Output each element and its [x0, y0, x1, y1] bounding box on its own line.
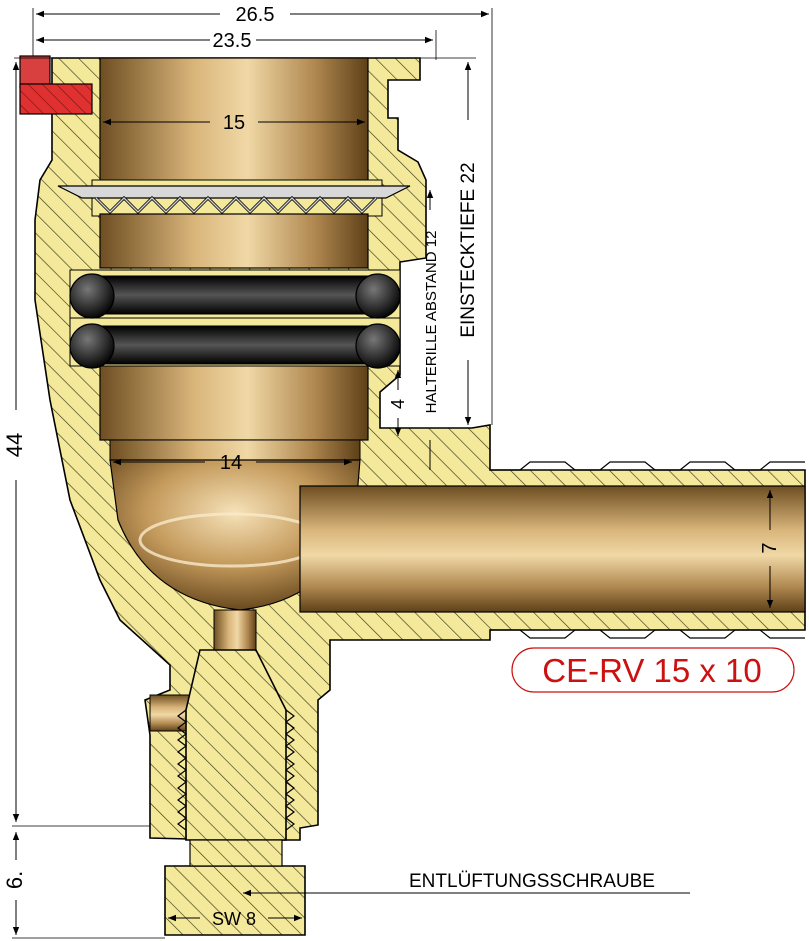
model-badge-text: CE-RV 15 x 10 — [542, 652, 762, 689]
dimension-lines — [12, 8, 774, 939]
retaining-ring — [57, 185, 411, 215]
outlet-bore — [299, 461, 806, 639]
dim-height-total: 44 — [2, 433, 27, 457]
red-cap — [19, 55, 93, 115]
label-insertion-depth: EINSTECKTIEFE 22 — [458, 162, 479, 337]
o-ring-seals — [69, 269, 401, 369]
label-groove-distance: HALTERILLE ABSTAND 12 — [423, 231, 440, 414]
dim-screw-height: 6. — [2, 871, 27, 889]
dim-pipe-bore: 15 — [223, 112, 245, 134]
dim-groove-offset: 4 — [388, 399, 408, 409]
label-vent-screw: ENTLÜFTUNGSSCHRAUBE — [409, 871, 655, 892]
model-badge: CE-RV 15 x 10 — [511, 647, 795, 693]
dim-overall-width: 26.5 — [236, 4, 275, 26]
dim-inner-width: 23.5 — [213, 30, 252, 52]
dim-bottom-bore: 14 — [220, 452, 242, 474]
dim-outlet-bore: 7 — [759, 542, 781, 553]
label-wrench-size: SW 8 — [212, 909, 256, 929]
